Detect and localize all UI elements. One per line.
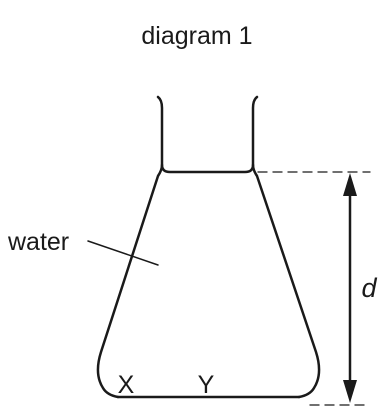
water-leader-line	[87, 240, 159, 266]
diagram-title: diagram 1	[141, 22, 252, 50]
arrow-head-top	[343, 173, 357, 196]
flask-left-wall	[96, 95, 164, 399]
distance-label: d	[361, 273, 377, 303]
point-y-label: Y	[198, 371, 215, 399]
water-surface	[160, 163, 255, 174]
conical-flask	[96, 95, 321, 399]
flask-right-wall	[251, 95, 321, 399]
arrow-head-bottom	[343, 380, 357, 403]
water-label: water	[7, 228, 69, 256]
point-x-label: X	[118, 371, 135, 399]
distance-arrow	[343, 173, 357, 403]
